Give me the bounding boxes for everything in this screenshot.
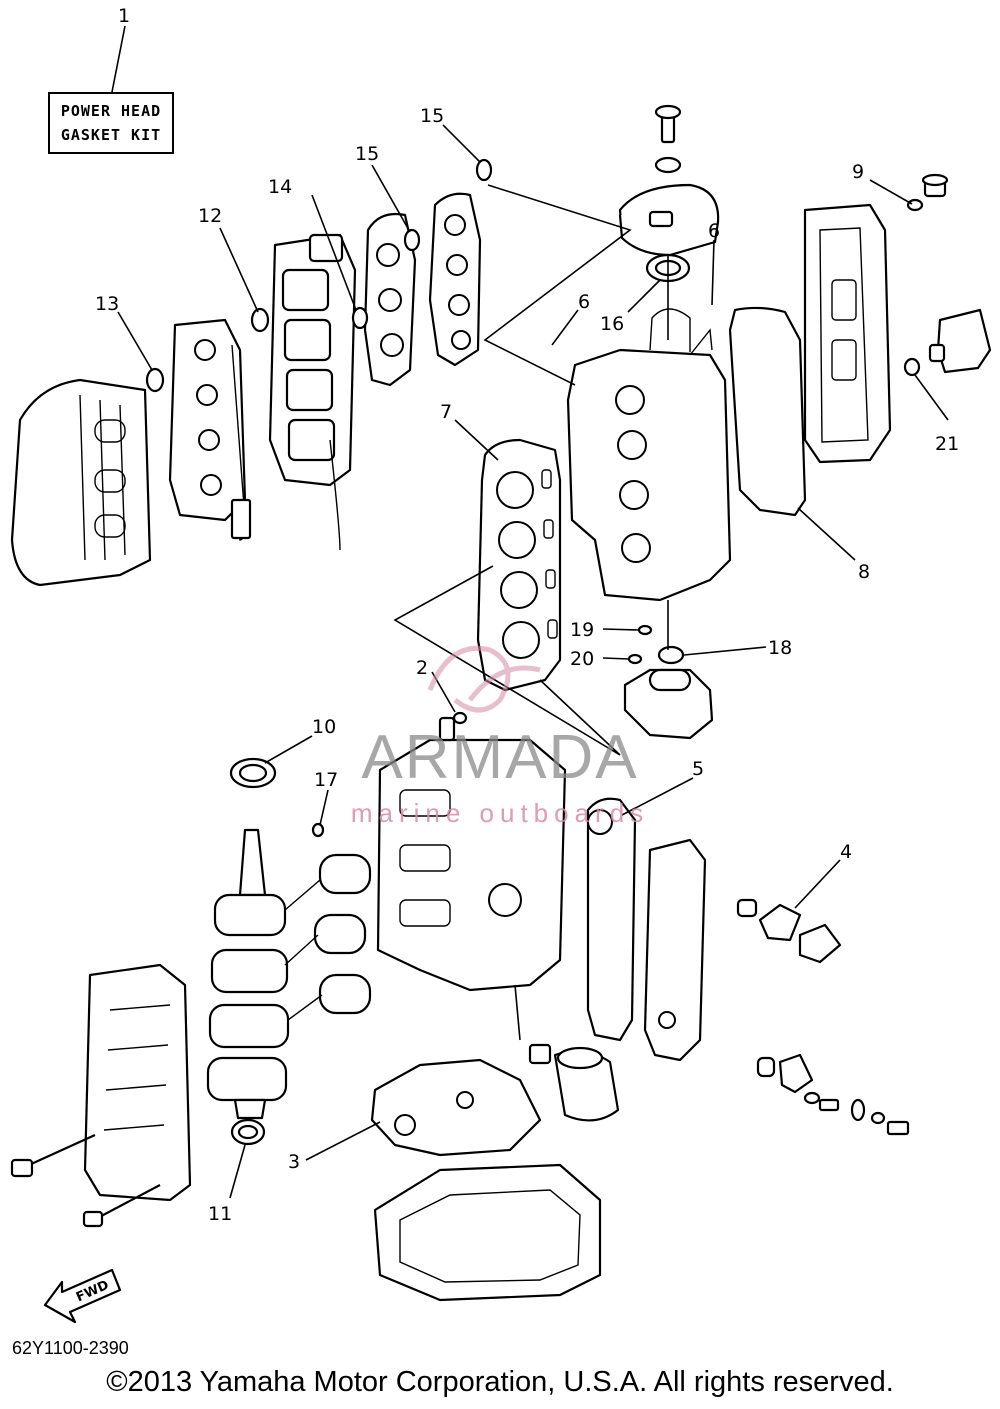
callout-2: 2: [416, 657, 456, 713]
oil-filler-cap: [921, 173, 949, 198]
exhaust-cover-gasket: [586, 797, 637, 1042]
fwd-arrow: FWD: [43, 1268, 122, 1324]
intake-silencer: [10, 378, 152, 587]
intake-manifold: [428, 192, 482, 367]
crankcase: [10, 963, 192, 1228]
callout-6b: 6: [551, 291, 590, 346]
callout-8: 8: [797, 507, 870, 583]
callout-label: 18: [768, 637, 792, 659]
diagram-code: 62Y1100-2390: [12, 1338, 129, 1358]
callout-5: 5: [621, 758, 704, 816]
watermark-tagline: marine outboards: [350, 798, 650, 828]
callout-11: 11: [208, 1144, 246, 1225]
callout-18: 18: [683, 637, 792, 659]
callout-12: 12: [198, 205, 259, 313]
callout-label: 4: [840, 841, 852, 863]
callout-label: 7: [440, 401, 452, 423]
callout-label: 15: [420, 105, 444, 127]
callout-label: 10: [312, 716, 336, 738]
callout-label: 11: [208, 1203, 232, 1225]
callout-label: 3: [288, 1151, 300, 1173]
breather: [928, 308, 992, 374]
head-cover-gasket: [728, 306, 807, 517]
anode-hardware: [756, 1053, 910, 1136]
crankshaft: [206, 828, 290, 1120]
callout-15b: 15: [420, 105, 481, 163]
copyright-notice: ©2013 Yamaha Motor Corporation, U.S.A. A…: [106, 1366, 894, 1398]
callout-10: 10: [264, 716, 336, 764]
thermostat-housing: [623, 668, 714, 740]
callout-label: 1: [118, 5, 130, 27]
flywheel-pulley: [618, 104, 720, 257]
callout-16: 16: [600, 279, 661, 335]
carburetor-gasket-plate: [168, 318, 252, 541]
callout-label: 8: [858, 561, 870, 583]
pistons: [284, 853, 372, 1021]
callout-1: 1: [111, 5, 130, 93]
callout-15a: 15: [355, 143, 411, 233]
callout-7: 7: [440, 401, 499, 461]
callout-label: 6: [578, 291, 590, 313]
carburetor-assembly: [268, 233, 357, 551]
callout-20: 20: [570, 648, 630, 670]
kit-label-line1: POWER HEAD: [60, 102, 162, 120]
callout-3: 3: [288, 1121, 381, 1173]
callout-21: 21: [914, 374, 959, 455]
callout-label: 14: [268, 176, 292, 198]
oil-filter: [528, 1043, 620, 1122]
oil-pan-gasket: [370, 1058, 542, 1157]
callout-6a: 6: [708, 220, 720, 306]
o-rings: [145, 158, 924, 838]
intake-manifold-gasket: [363, 212, 417, 387]
cylinder-head: [566, 308, 732, 602]
callout-19: 19: [570, 619, 641, 641]
callout-9: 9: [852, 161, 913, 205]
callout-label: 5: [692, 758, 704, 780]
callout-17: 17: [314, 769, 338, 826]
callout-label: 12: [198, 205, 222, 227]
power-head-gasket-kit-label: POWER HEAD GASKET KIT: [48, 92, 174, 154]
callout-label: 17: [314, 769, 338, 791]
cylinder-block: [376, 711, 567, 992]
oil-seal-10: [229, 757, 277, 789]
callout-label: 2: [416, 657, 428, 679]
callout-label: 16: [600, 313, 624, 335]
callout-label: 20: [570, 648, 594, 670]
thermostat: [736, 898, 842, 964]
callout-label: 9: [852, 161, 864, 183]
callout-14: 14: [268, 176, 357, 311]
callout-label: 21: [935, 433, 959, 455]
cylinder-head-cover: [803, 203, 892, 464]
callout-label: 13: [95, 293, 119, 315]
kit-label-line2: GASKET KIT: [60, 126, 162, 144]
callout-label: 19: [570, 619, 594, 641]
oil-seal-11: [230, 1118, 266, 1146]
oil-pan: [373, 1163, 602, 1302]
callout-label: 6: [708, 220, 720, 242]
watermark-brand: ARMADA: [361, 723, 639, 792]
exhaust-cover: [643, 838, 707, 1062]
callout-label: 15: [355, 143, 379, 165]
callout-13: 13: [95, 293, 153, 371]
callout-4: 4: [794, 841, 852, 909]
watermark-logo-icon: [427, 645, 541, 713]
